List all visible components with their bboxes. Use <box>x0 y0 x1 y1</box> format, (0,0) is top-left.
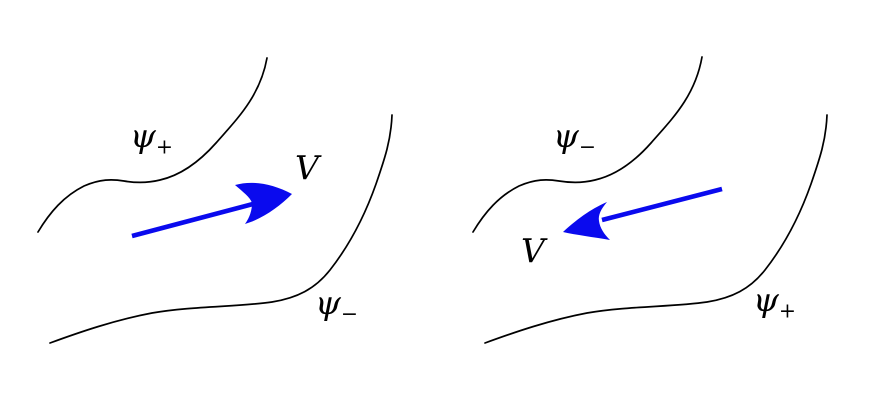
psi-symbol: ψ <box>753 280 779 319</box>
psi-symbol: ψ <box>553 116 579 155</box>
right-top-curve-label: ψ− <box>553 119 596 157</box>
left-top-curve <box>37 57 268 233</box>
left-arrow-label: V <box>295 148 319 187</box>
right-velocity-arrow-head <box>563 202 610 240</box>
left-bottom-curve <box>49 114 393 344</box>
right-top-curve <box>472 56 703 233</box>
psi-symbol: ψ <box>315 283 341 322</box>
left-velocity-arrow-shaft <box>131 201 254 239</box>
right-velocity-arrow-shaft <box>601 186 723 223</box>
left-velocity-arrow-head <box>235 182 292 224</box>
right-arrow-label: V <box>521 231 545 270</box>
left-bottom-curve-label: ψ− <box>315 286 358 324</box>
left-top-curve-label: ψ+ <box>130 119 173 157</box>
right-bottom-curve-label: ψ+ <box>753 283 796 321</box>
minus-subscript: − <box>340 301 359 326</box>
plus-subscript: + <box>778 298 797 323</box>
minus-subscript: − <box>578 134 597 159</box>
right-bottom-curve <box>484 114 828 344</box>
psi-symbol: ψ <box>130 116 156 155</box>
plus-subscript: + <box>155 134 174 159</box>
